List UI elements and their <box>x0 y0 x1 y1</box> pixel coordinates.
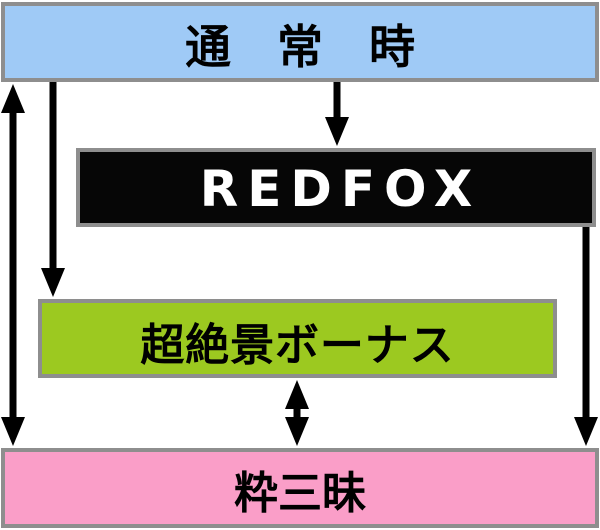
node-chouzekkei-bonus: 超絶景ボーナス <box>38 299 557 378</box>
node-redfox: REDFOX <box>76 148 596 227</box>
arrowhead-down <box>574 417 598 446</box>
arrowhead-down <box>285 417 309 446</box>
node-chouzekkei-bonus-label: 超絶景ボーナス <box>140 319 455 371</box>
node-normal-state: 通常時 <box>1 2 599 82</box>
arrowhead-down <box>41 268 65 297</box>
arrow-normal-bonus <box>41 82 65 297</box>
node-redfox-label: REDFOX <box>199 159 482 218</box>
node-iki-zanmai-label: 粋三昧 <box>234 468 366 519</box>
arrowhead-down <box>325 117 349 146</box>
arrow-redfox-iki <box>574 227 598 446</box>
arrow-bonus-iki-double <box>285 380 309 446</box>
node-normal-state-label: 通常時 <box>185 20 461 74</box>
arrowhead-up <box>1 84 25 113</box>
node-iki-zanmai: 粋三昧 <box>1 448 599 528</box>
arrow-normal-iki-double <box>1 84 25 446</box>
arrowhead-down <box>1 417 25 446</box>
arrow-normal-redfox <box>325 82 349 146</box>
arrowhead-up <box>285 380 309 409</box>
